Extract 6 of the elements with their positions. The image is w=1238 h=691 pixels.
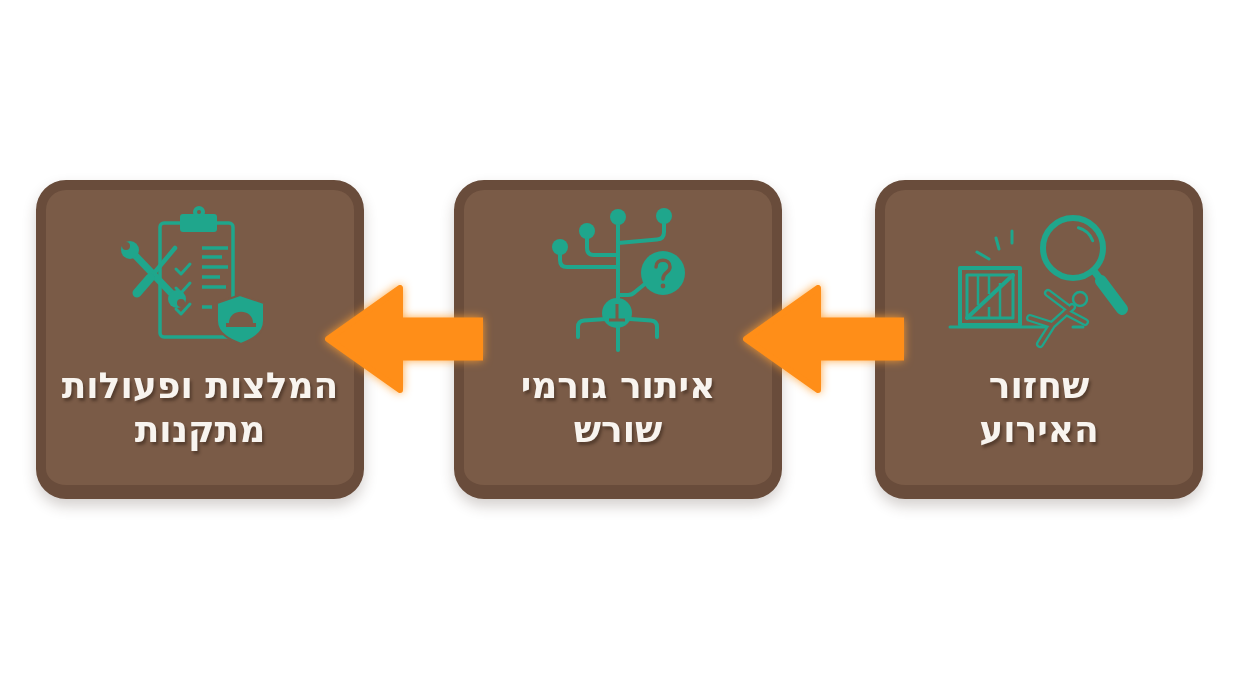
step-label: המלצות ופעולות מתקנות [60,363,340,452]
step-box [454,179,782,499]
step-box [36,179,364,499]
step-label: איתור גורמי שורש [519,363,717,452]
step-box [875,179,1203,499]
step-label: שחזור האירוע [978,363,1100,452]
